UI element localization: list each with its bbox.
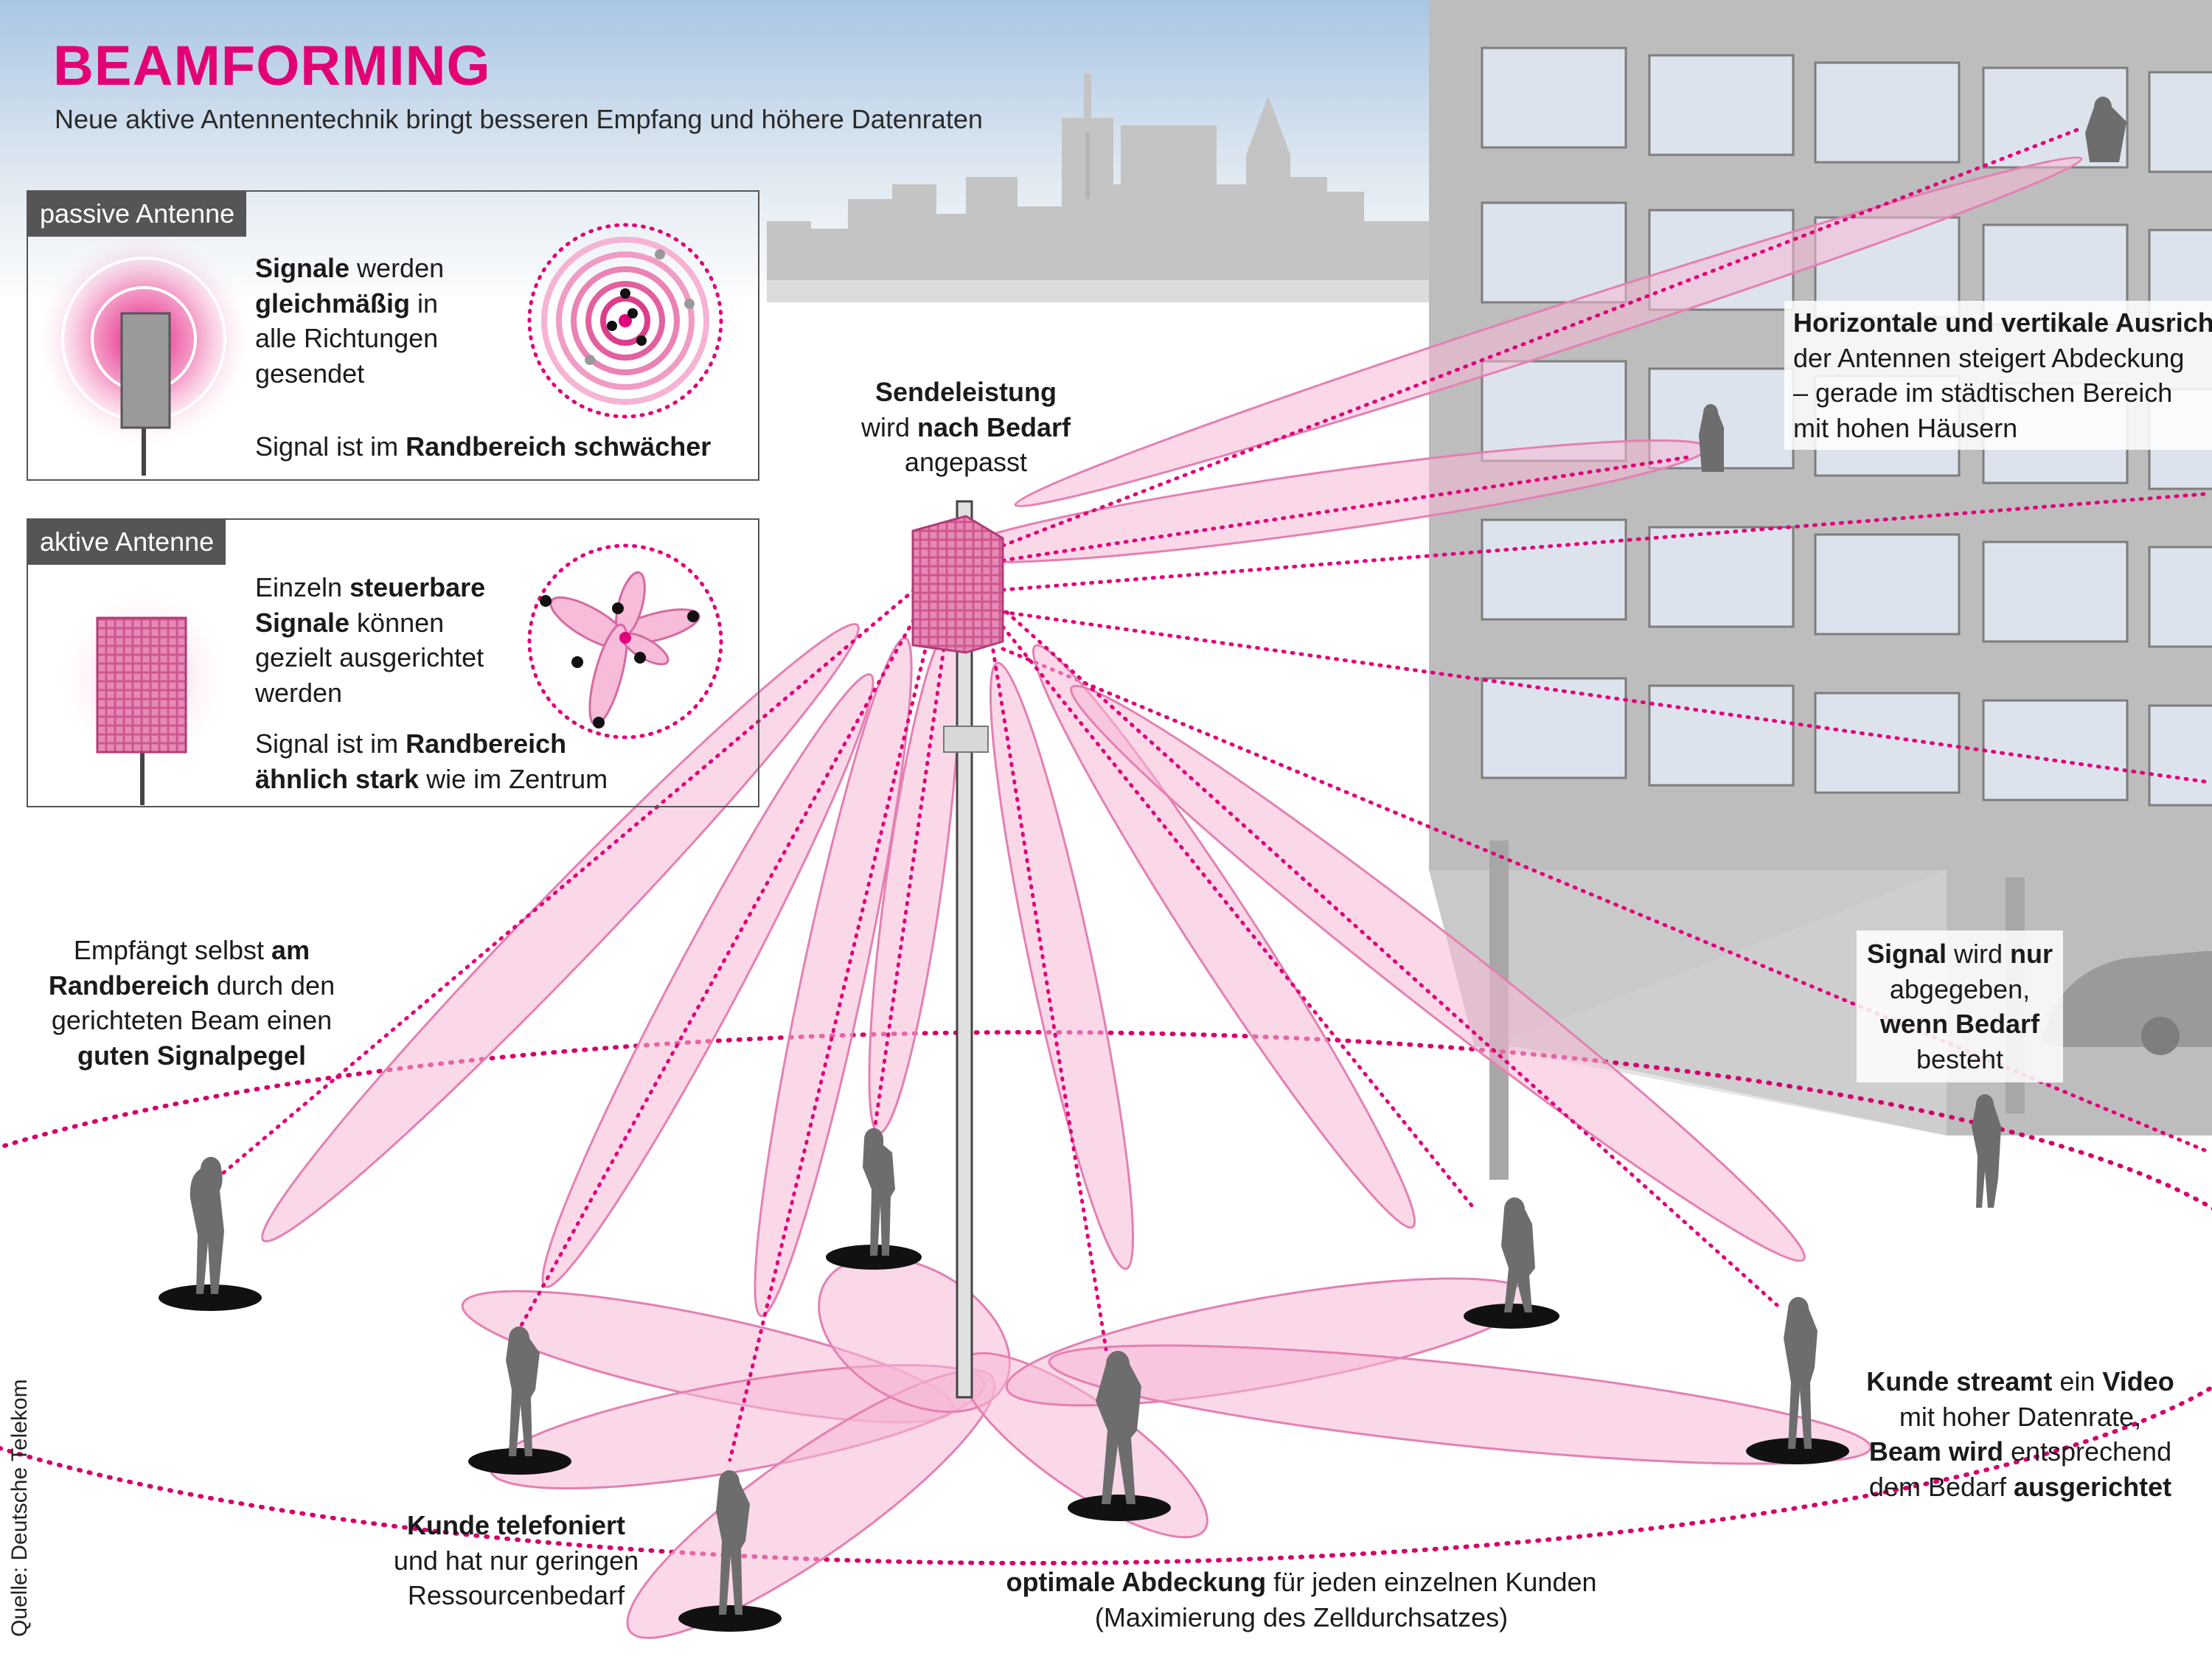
video-stream-note: Kunde streamt ein Video mit hoher Datenr… <box>1866 1366 2174 1502</box>
power-note: Sendeleistung wird nach Bedarf angepasst <box>860 377 1071 478</box>
beam-dotted-lines <box>1001 127 2207 1152</box>
car <box>2042 951 2212 1055</box>
city-skyline <box>767 74 1430 295</box>
coverage-note: optimale Abdeckung für jeden einzelnen K… <box>1006 1567 1597 1632</box>
passive-description: Signale werden gleichmäßig in alle Richt… <box>255 253 445 389</box>
source-credit: Quelle: Deutsche Telekom <box>7 1379 32 1637</box>
active-antenna-heading: aktive Antenne <box>28 520 226 566</box>
passive-antenna-panel: passive Antenne Signale werden gleichmäß… <box>27 190 759 481</box>
active-antenna-illustration <box>55 582 232 805</box>
on-demand-note: Signal wird nur abgegeben, wenn Bedarf b… <box>1857 931 2063 1083</box>
antenna-mast <box>911 500 1004 1399</box>
coverage-boundary <box>0 1030 2212 1565</box>
passive-antenna-illustration <box>33 229 254 476</box>
ground-dotted-lines <box>204 588 1779 1462</box>
page-subtitle: Neue aktive Antennentechnik bringt besse… <box>55 104 983 134</box>
edge-signal-note: Empfängt selbst am Randbereich durch den… <box>48 935 335 1071</box>
passive-antenna-heading: passive Antenne <box>28 192 247 237</box>
beams-sky <box>946 156 2083 564</box>
person-figures <box>159 97 2126 1632</box>
page-title: BEAMFORMING <box>53 35 491 97</box>
active-footer: Signal ist im Randbereich ähnlich stark … <box>255 728 608 794</box>
active-description: Einzeln steuerbare Signale können geziel… <box>255 572 486 708</box>
active-coverage-icon <box>527 543 723 740</box>
passive-coverage-icon <box>527 223 723 419</box>
phone-call-note: Kunde telefoniert und hat nur geringen R… <box>393 1510 639 1611</box>
passive-footer: Signal ist im Randbereich schwächer <box>255 431 712 462</box>
active-antenna-panel: aktive Antenne Einzeln steuerbare Signal… <box>27 518 759 807</box>
beams-ground <box>261 622 1872 1639</box>
orientation-note: Horizontale und vertikale Ausricht der A… <box>1784 301 2212 451</box>
